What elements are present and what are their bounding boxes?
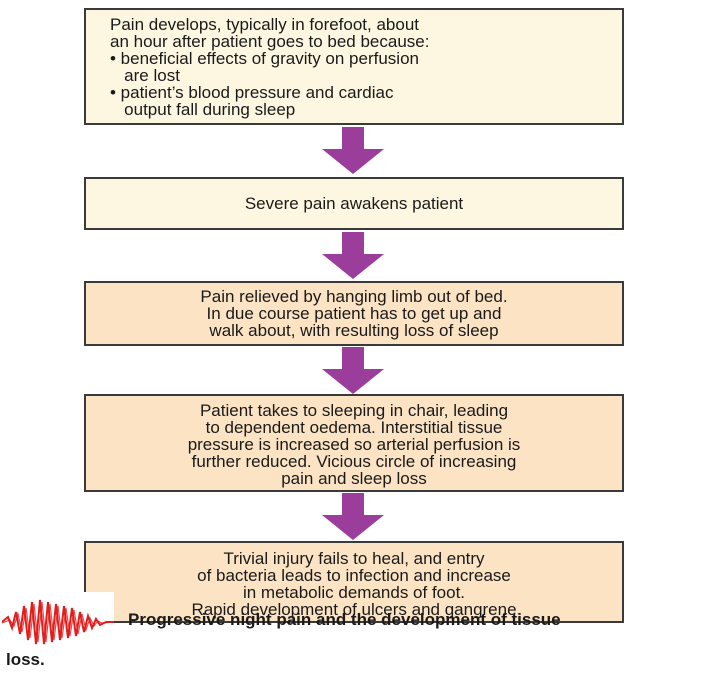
step-1-line-2: an hour after patient goes to bed becaus… [110,32,430,51]
step-3-line-1: Pain relieved by hanging limb out of bed… [200,287,508,306]
figure-caption: Progressive night pain and the developme… [128,610,561,629]
step-4-line-5: pain and sleep loss [281,469,427,488]
step-2-line-1: Severe pain awakens patient [244,194,464,213]
step-1-line-4: are lost [110,66,180,85]
step-3-line-2: In due course patient has to get up and [206,304,502,323]
down-arrow-4 [320,493,386,541]
step-5-line-2: of bacteria leads to infection and incre… [197,566,511,585]
down-arrow-2 [320,232,386,280]
step-5-box: Trivial injury fails to heal, and entry … [84,541,624,623]
step-3-line-3: walk about, with resulting loss of sleep [209,321,499,340]
step-4-line-3: pressure is increased so arterial perfus… [187,435,521,454]
step-2-box: Severe pain awakens patient [84,177,624,230]
step-4-line-2: to dependent oedema. Interstitial tissue [205,418,503,437]
down-arrow-3 [320,347,386,395]
step-5-line-1: Trivial injury fails to heal, and entry [223,549,485,568]
step-4-box: Patient takes to sleeping in chair, lead… [84,394,624,492]
step-1-box: Pain develops, typically in forefoot, ab… [84,8,624,125]
step-1-line-5: • patient’s blood pressure and cardiac [110,83,394,102]
waveform-logo-icon [1,592,115,652]
step-5-line-4: Rapid development of ulcers and gangrene [191,600,517,619]
step-1-line-3: • beneficial effects of gravity on perfu… [110,49,419,68]
step-4-line-4: further reduced. Vicious circle of incre… [191,452,517,471]
down-arrow-1 [320,127,386,175]
figure-caption-continued: loss. [6,650,45,669]
step-4-line-1: Patient takes to sleeping in chair, lead… [199,401,509,420]
step-1-line-6: output fall during sleep [110,100,296,119]
step-5-line-3: in metabolic demands of foot. [242,583,466,602]
step-3-box: Pain relieved by hanging limb out of bed… [84,281,624,346]
step-1-line-1: Pain develops, typically in forefoot, ab… [110,15,420,34]
